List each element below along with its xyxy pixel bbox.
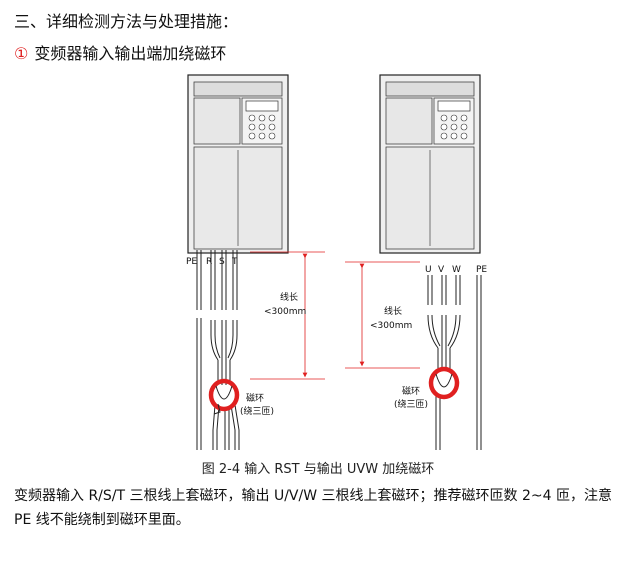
left-magnetic-ring [208,378,240,415]
left-length-label-2: <300mm [264,307,306,317]
left-ring-label-1: 磁环 [246,392,264,404]
right-magnetic-ring [428,366,460,400]
subsection-title: 变频器输入输出端加绕磁环 [34,44,227,63]
right-terminal-v: V [438,265,445,275]
right-inverter-unit [379,74,481,254]
right-length-label-1: 线长 [384,305,402,317]
right-terminal-pe: PE [476,265,487,275]
left-length-label-1: 线长 [280,291,298,303]
left-inverter-unit [187,74,289,254]
right-terminal-labels: U V W PE [425,265,487,275]
right-terminal-u: U [425,265,432,275]
body-paragraph: 变频器输入 R/S/T 三根线上套磁环，输出 U/V/W 三根线上套磁环；推荐磁… [14,488,612,528]
left-terminal-r: R [206,257,212,267]
right-ring-label-1: 磁环 [402,385,420,397]
section-heading: 三、详细检测方法与处理措施： [14,12,239,31]
left-terminal-t: T [231,257,238,267]
subsection-heading: ① 变频器输入输出端加绕磁环 [14,40,226,64]
left-cables [196,250,240,450]
wiring-figure: PE R S T 线长 <300mm 磁环 (绕三匝) [186,74,487,450]
right-ring-label-2: (绕三匝) [394,398,428,410]
left-length-dimension [250,251,325,380]
right-length-label-2: <300mm [370,321,412,331]
right-cables [427,275,482,450]
left-ring-label-2: (绕三匝) [240,405,274,417]
left-terminal-labels: PE R S T [186,257,238,267]
figure-caption: 图 2-4 输入 RST 与输出 UVW 加绕磁环 [201,462,435,477]
right-terminal-w: W [452,265,461,275]
left-terminal-pe: PE [186,257,197,267]
subsection-number: ① [14,44,29,63]
right-length-dimension [345,261,420,369]
